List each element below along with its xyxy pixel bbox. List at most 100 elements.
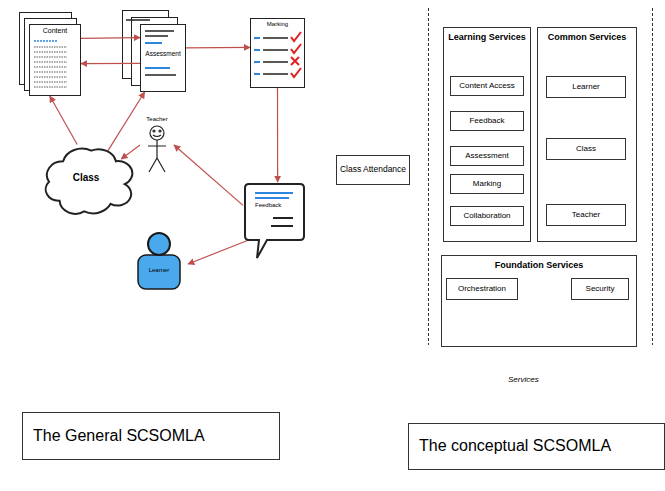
page-outline [141, 25, 186, 92]
node-label: The General SCSOMLA [33, 427, 205, 445]
page-outline [251, 19, 305, 88]
speech-bubble [245, 184, 304, 258]
blue-line [145, 67, 170, 69]
teacher-figure: Teacher [140, 116, 174, 174]
answer-line [263, 73, 288, 75]
service-group: Learning ServicesContent AccessFeedbackA… [443, 27, 531, 242]
node-label: Learner [149, 267, 170, 274]
node-label: Assessment [145, 50, 180, 57]
node-label: Feedback [469, 116, 504, 125]
marking-sheet-shape [250, 18, 305, 88]
text-line [34, 81, 67, 82]
service-box: Teacher [546, 204, 626, 226]
node-label: Marking [473, 179, 501, 188]
bullet [254, 37, 260, 39]
flow-arrow [186, 47, 250, 49]
service-box: Content Access [450, 76, 524, 96]
text-line [145, 35, 168, 37]
text-line [34, 76, 67, 77]
service-group: Foundation ServicesOrchestration Security [441, 255, 637, 347]
node-label: Orchestration [458, 284, 506, 293]
text-line [34, 56, 67, 57]
node-label: Class [576, 144, 596, 153]
section-label: Services [508, 375, 539, 384]
blue-text-line [34, 40, 57, 42]
cloud-outline [46, 149, 133, 214]
flow-arrow [174, 145, 243, 205]
marking-sheet: Marking [250, 18, 305, 88]
node-label: Assessment [465, 151, 509, 160]
service-box: Orchestration [446, 278, 518, 300]
learner-body [138, 255, 180, 289]
learner-head [148, 233, 170, 255]
answer-line [263, 37, 288, 39]
assessment-document-shape [140, 24, 186, 92]
service-box: Collaboration [450, 206, 524, 226]
node-label: Content [43, 27, 68, 35]
node-label: The conceptual SCSOMLA [419, 437, 611, 455]
text-line [34, 86, 67, 87]
text-line [34, 61, 67, 62]
text-line [145, 30, 174, 32]
learner-figure-shape [130, 231, 188, 291]
node-label: Class Attendance [340, 165, 406, 175]
bullet [254, 49, 260, 51]
feedback-bubble: Feedback [243, 182, 306, 260]
caption-box: The conceptual SCSOMLA [408, 423, 665, 470]
node-label: Content Access [459, 81, 515, 90]
node-label: Learning Services [448, 32, 526, 42]
answer-line [263, 49, 288, 51]
text-line [34, 71, 67, 72]
learner-figure: Learner [130, 231, 188, 291]
text-line [273, 217, 293, 219]
check-mark [291, 44, 301, 53]
service-box: Class [546, 138, 626, 160]
node-label: Learner [572, 82, 600, 91]
answer-line [263, 61, 288, 63]
head [150, 126, 164, 140]
text-line [34, 51, 67, 52]
node-label: Class [73, 172, 100, 184]
service-group: Common ServicesLearnerClassTeacher [537, 27, 637, 242]
dashed-boundary [652, 8, 653, 345]
dashed-boundary [428, 8, 429, 345]
node-label: Feedback [255, 202, 281, 209]
service-box: Assessment [450, 146, 524, 166]
flow-arrow [81, 37, 140, 39]
flow-arrow [50, 96, 77, 145]
flow-arrow [188, 240, 249, 264]
blue-line [255, 192, 293, 194]
flow-arrow [277, 88, 278, 182]
flow-arrow [121, 145, 140, 159]
node-label: Common Services [548, 32, 627, 42]
page-line [126, 19, 150, 21]
check-mark [291, 68, 301, 77]
page-outline [30, 25, 81, 96]
assessment-document: Assessment [140, 24, 186, 92]
node-label: Security [586, 284, 615, 293]
service-box: Security [571, 278, 629, 300]
caption-box: The General SCSOMLA [22, 412, 280, 460]
blue-line [145, 42, 162, 44]
flow-arrow [108, 92, 145, 151]
feedback-bubble-shape [243, 182, 306, 260]
text-line [34, 66, 67, 67]
check-mark [291, 32, 301, 41]
service-box: Feedback [450, 111, 524, 131]
service-box: Learner [546, 76, 626, 98]
attendance-box: Class Attendance [336, 155, 410, 185]
mouth [153, 135, 161, 137]
node-label: Foundation Services [495, 260, 584, 270]
eye [159, 130, 161, 132]
text-line [271, 225, 293, 227]
node-label: Marking [267, 21, 288, 28]
blue-line [255, 197, 289, 199]
bullet [254, 61, 260, 63]
service-box: Marking [450, 174, 524, 194]
class-cloud: Class [42, 140, 130, 216]
bullet [254, 73, 260, 75]
node-label: Teacher [572, 210, 600, 219]
text-line [34, 46, 67, 47]
stick-figure [148, 126, 166, 172]
